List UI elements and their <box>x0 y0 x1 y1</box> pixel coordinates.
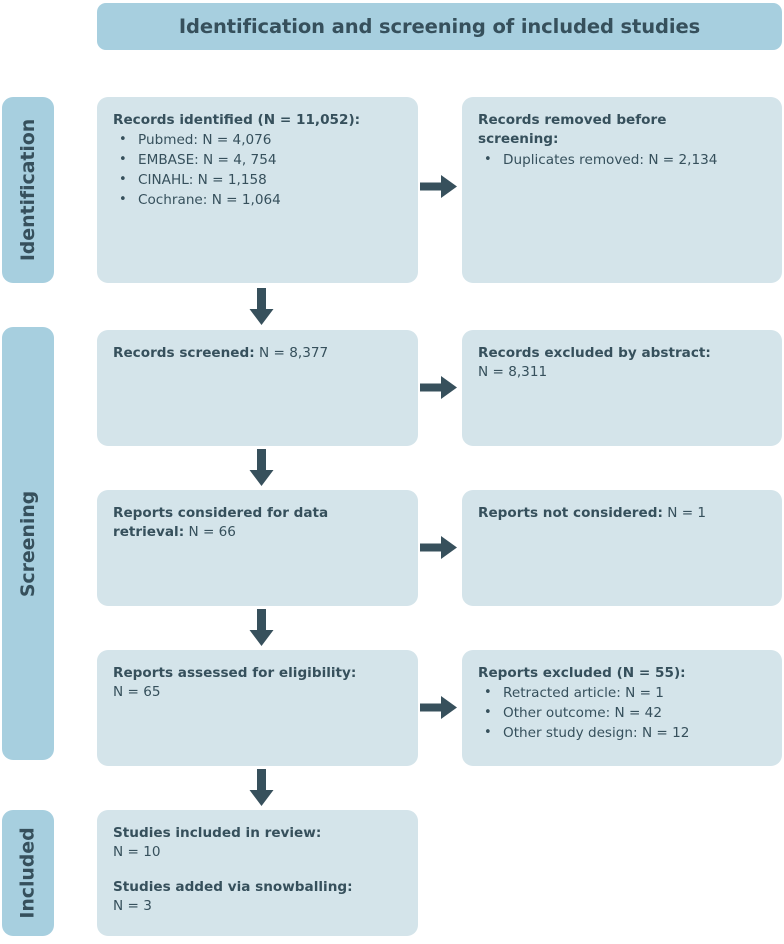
box-records-excluded-abstract: Records excluded by abstract: N = 8,311 <box>462 330 782 446</box>
arrow-down-to-included <box>248 769 275 807</box>
box-reports-considered: Reports considered for data retrieval: N… <box>97 490 418 606</box>
list-item: Other outcome: N = 42 <box>478 703 766 724</box>
list-item: Pubmed: N = 4,076 <box>113 130 402 151</box>
box-studies-snowballing-value: N = 3 <box>113 897 152 914</box>
stage-label-identification: Identification <box>2 97 54 283</box>
stage-label-identification-text: Identification <box>17 118 40 262</box>
box-reports-not-considered-text: Reports not considered: N = 1 <box>478 504 766 523</box>
arrow-right-identification <box>420 172 458 202</box>
stage-label-included-text: Included <box>17 827 39 919</box>
box-reports-considered-line1: Reports considered for data <box>113 505 329 521</box>
box-records-identified-list: Pubmed: N = 4,076 EMBASE: N = 4, 754 CIN… <box>113 130 402 211</box>
arrow-down-to-assessed <box>248 609 275 647</box>
box-reports-not-considered: Reports not considered: N = 1 <box>462 490 782 606</box>
arrow-right-considered <box>420 533 458 563</box>
box-records-screened-label: Records screened: <box>113 345 255 361</box>
arrow-down-to-screened <box>248 288 275 326</box>
box-reports-not-considered-value: N = 1 <box>662 505 707 521</box>
arrow-right-assessed <box>420 693 458 723</box>
box-records-identified-heading: Records identified (N = 11,052): <box>113 112 361 128</box>
box-reports-considered-label: retrieval: <box>113 524 185 541</box>
box-records-excluded-abstract-label: Records excluded by abstract: <box>478 345 711 361</box>
box-reports-considered-value: N = 66 <box>184 524 236 541</box>
arrow-down-to-considered <box>248 449 275 487</box>
box-records-screened: Records screened: N = 8,377 <box>97 330 418 446</box>
list-item: CINAHL: N = 1,158 <box>113 170 402 191</box>
box-records-removed-heading: Records removed before screening: <box>478 112 667 148</box>
arrow-right-icon <box>420 376 457 399</box>
box-records-screened-value: N = 8,377 <box>254 345 329 361</box>
arrow-right-icon <box>420 696 457 719</box>
box-reports-excluded-heading: Reports excluded (N = 55): <box>478 665 686 681</box>
box-studies-included-value: N = 10 <box>113 844 161 861</box>
box-studies-included-label: Studies included in review: <box>113 825 322 841</box>
arrow-down-icon <box>249 769 274 806</box>
box-records-screened-text: Records screened: N = 8,377 <box>113 344 402 363</box>
page-title: Identification and screening of included… <box>178 15 701 38</box>
stage-label-screening: Screening <box>2 327 54 760</box>
box-records-identified: Records identified (N = 11,052): Pubmed:… <box>97 97 418 283</box>
arrow-right-screened <box>420 373 458 403</box>
box-reports-assessed-label: Reports assessed for eligibility: <box>113 665 357 681</box>
box-reports-assessed-value: N = 65 <box>113 684 161 701</box>
list-item: Duplicates removed: N = 2,134 <box>478 150 766 171</box>
list-item: Retracted article: N = 1 <box>478 683 766 704</box>
box-studies-included: Studies included in review: N = 10 Studi… <box>97 810 418 936</box>
box-reports-considered-line2: retrieval: N = 66 <box>113 523 402 542</box>
arrow-down-icon <box>249 288 274 325</box>
stage-label-included: Included <box>2 810 54 936</box>
diagram-title-banner: Identification and screening of included… <box>97 3 782 50</box>
list-item: EMBASE: N = 4, 754 <box>113 150 402 171</box>
box-reports-excluded-list: Retracted article: N = 1 Other outcome: … <box>478 683 766 744</box>
box-records-excluded-abstract-value: N = 8,311 <box>478 364 548 381</box>
arrow-right-icon <box>420 536 457 559</box>
box-studies-included-spacer <box>113 863 402 878</box>
arrow-down-icon <box>249 609 274 646</box>
arrow-down-icon <box>249 449 274 486</box>
list-item: Cochrane: N = 1,064 <box>113 190 402 211</box>
box-records-removed-list: Duplicates removed: N = 2,134 <box>478 150 766 171</box>
box-studies-snowballing-label: Studies added via snowballing: <box>113 878 353 895</box>
box-reports-not-considered-label: Reports not considered: <box>478 505 663 521</box>
box-records-removed: Records removed before screening: Duplic… <box>462 97 782 283</box>
box-reports-assessed: Reports assessed for eligibility: N = 65 <box>97 650 418 766</box>
arrow-right-icon <box>420 175 457 198</box>
box-reports-excluded: Reports excluded (N = 55): Retracted art… <box>462 650 782 766</box>
stage-label-screening-text: Screening <box>17 490 40 597</box>
list-item: Other study design: N = 12 <box>478 723 766 744</box>
